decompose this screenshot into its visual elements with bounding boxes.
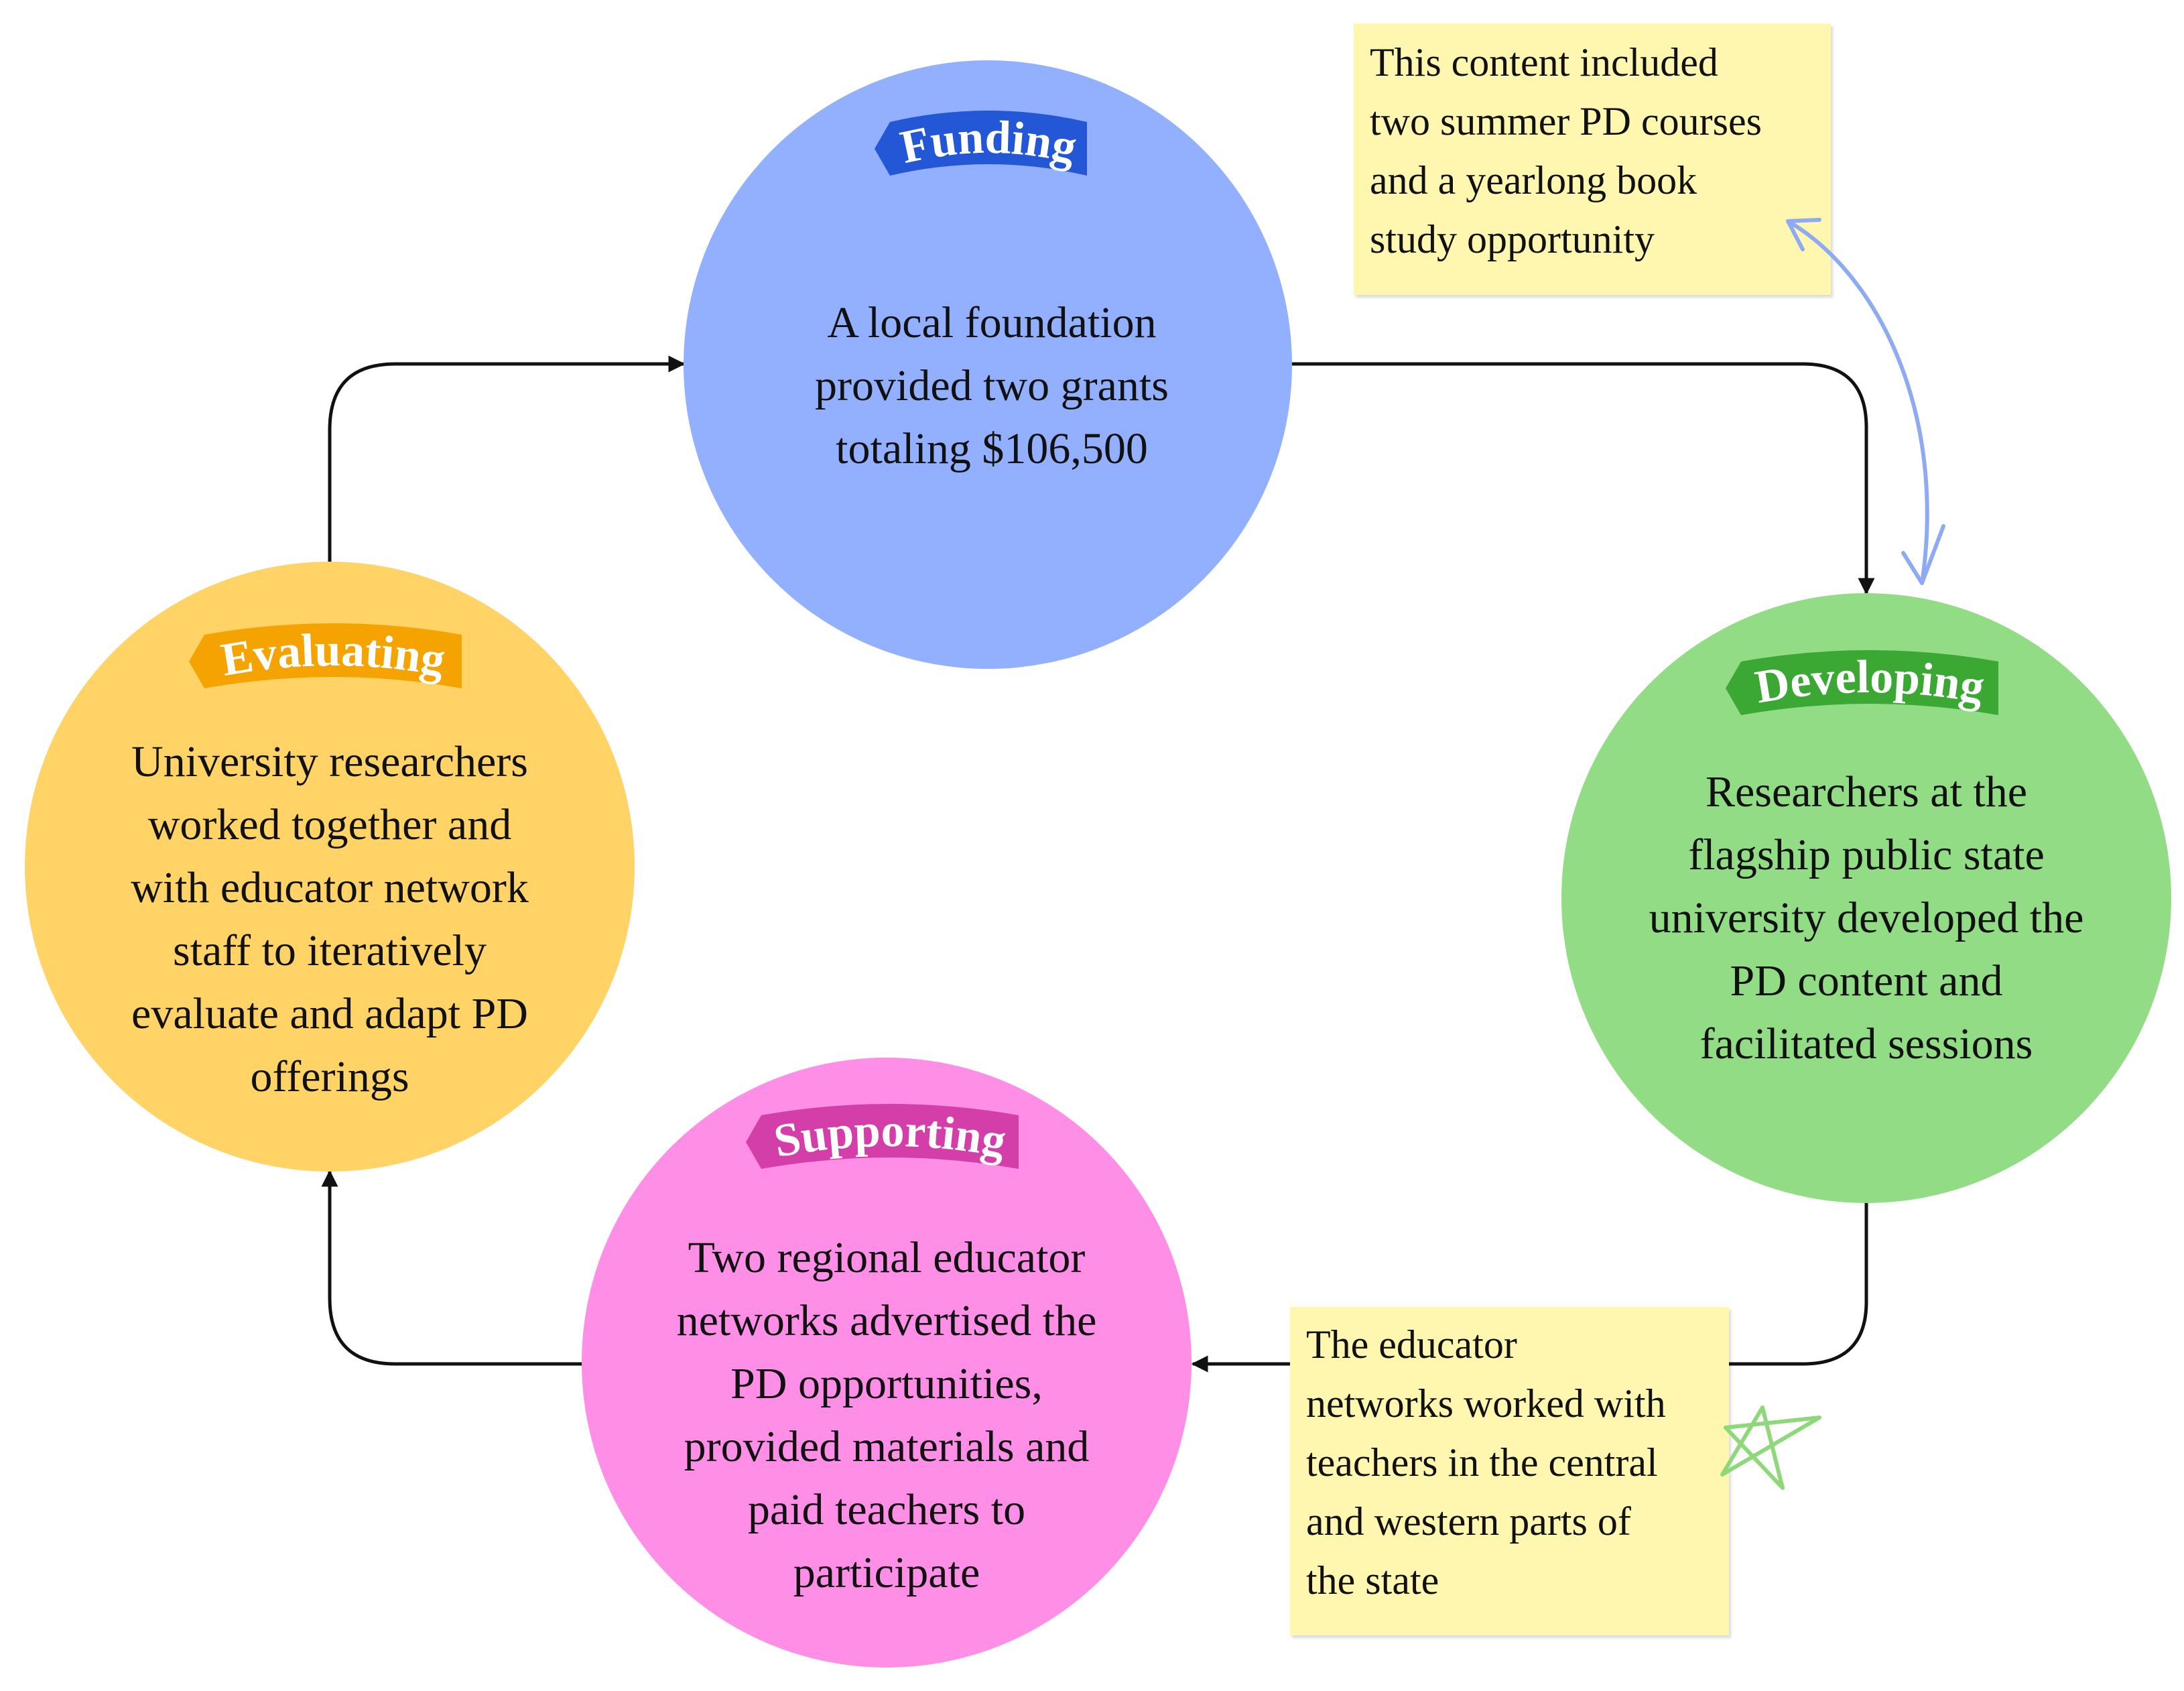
stage-supporting-line: paid teachers to [747,1485,1026,1534]
stage-supporting-line: Two regional educator [688,1233,1086,1282]
sticky-note-content: This content included two summer PD cour… [1354,23,1831,295]
stage-funding-text: A local foundation provided two grants t… [751,292,1233,481]
stage-supporting-line: provided materials and [684,1422,1090,1471]
stage-developing-line: Researchers at the [1705,767,2028,816]
note-content-line: and a yearlong book [1370,158,1697,202]
stage-evaluating-line: staff to iteratively [173,926,487,975]
note-networks-line: The educator [1306,1322,1517,1367]
note-networks-line: teachers in the central [1306,1440,1658,1485]
stage-supporting-ribbon: Supporting [746,1104,1019,1169]
note-content-line: study opportunity [1370,217,1655,261]
star-doodle-icon [1720,1405,1821,1490]
connector-funding-to-developing [1290,362,1875,595]
stage-developing-line: university developed the [1649,893,2084,942]
stage-developing-ribbon: Developing [1726,650,1998,715]
stage-developing-line: PD content and [1730,956,2003,1005]
connector-developing-to-supporting [1191,1201,1868,1373]
stage-evaluating-line: worked together and [147,800,512,849]
stage-supporting-circle [582,1058,1192,1668]
note-networks-line: networks worked with [1306,1381,1666,1426]
note-networks-line: the state [1306,1558,1439,1603]
stage-evaluating-title: Evaluating [218,625,449,686]
stage-supporting-line: PD opportunities, [730,1359,1043,1408]
stage-evaluating-line: evaluate and adapt PD [131,989,528,1038]
stage-evaluating-ribbon: Evaluating [189,623,462,688]
stage-developing-text: Researchers at the flagship public state… [1595,761,2138,1076]
stage-funding-line: A local foundation [827,298,1157,347]
connector-evaluating-to-funding [328,355,686,562]
stage-supporting-line: participate [793,1548,980,1597]
note-networks-line: and western parts of [1306,1499,1631,1544]
sticky-note-networks: The educator networks worked with teache… [1290,1307,1729,1635]
stage-developing-line: flagship public state [1688,830,2045,879]
svg-text:Evaluating: Evaluating [218,625,449,686]
stage-funding-ribbon: Funding [875,111,1087,176]
stage-funding-line: totaling $106,500 [836,424,1148,473]
connector-supporting-to-evaluating [321,1170,583,1366]
stage-evaluating-line: University researchers [131,737,528,786]
stage-evaluating-line: with educator network [131,863,529,912]
stage-funding-line: provided two grants [815,361,1169,410]
stage-supporting-text: Two regional educator networks advertise… [615,1227,1158,1605]
stage-supporting-line: networks advertised the [676,1296,1097,1345]
note-content-line: This content included [1370,40,1718,84]
stage-developing-line: facilitated sessions [1699,1019,2033,1068]
note-content-line: two summer PD courses [1370,99,1762,143]
double-arrow-doodle-icon [1786,218,1945,585]
stage-evaluating-line: offerings [250,1052,409,1101]
stage-evaluating-text: University researchers worked together a… [58,731,601,1109]
